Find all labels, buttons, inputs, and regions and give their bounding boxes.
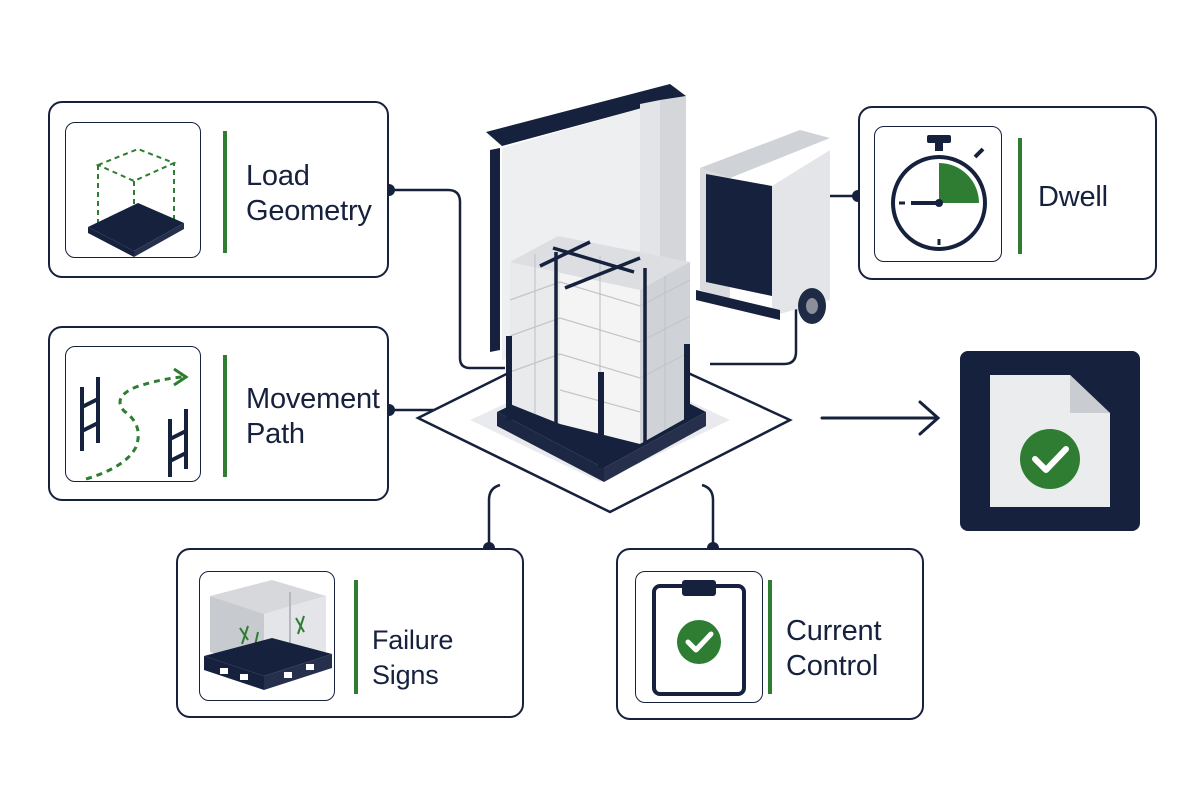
connector-failure-signs — [487, 483, 501, 548]
rack-path-icon — [65, 346, 201, 482]
pallet-dashed-box-icon — [65, 122, 201, 258]
damaged-pallet-icon — [199, 571, 335, 701]
card-dwell[interactable]: Dwell — [858, 106, 1157, 280]
card-title-line1: Load — [246, 160, 310, 192]
connector-current-control — [701, 483, 715, 548]
approved-document-icon — [960, 351, 1140, 531]
stopwatch-icon — [874, 126, 1002, 262]
card-failure-signs[interactable]: Failure Signs — [176, 548, 524, 718]
card-title-line2: Control — [786, 650, 879, 682]
card-title-line1: Movement — [246, 383, 380, 415]
card-title-line2: Geometry — [246, 195, 372, 227]
arrow-right-icon — [820, 400, 941, 436]
wrapped-pallet-icon — [497, 236, 706, 482]
card-movement-path[interactable]: Movement Path — [48, 326, 389, 501]
card-current-control[interactable]: Current Control — [616, 548, 924, 720]
card-title-line2: Path — [246, 418, 305, 450]
connector-load-geometry — [389, 188, 505, 370]
card-title: Dwell — [1038, 181, 1108, 213]
clipboard-check-icon — [635, 571, 763, 703]
card-title-line1: Current — [786, 615, 882, 647]
card-load-geometry[interactable]: Load Geometry — [48, 101, 389, 278]
card-title: Failure Signs — [372, 625, 454, 690]
truck-icon — [696, 130, 830, 324]
